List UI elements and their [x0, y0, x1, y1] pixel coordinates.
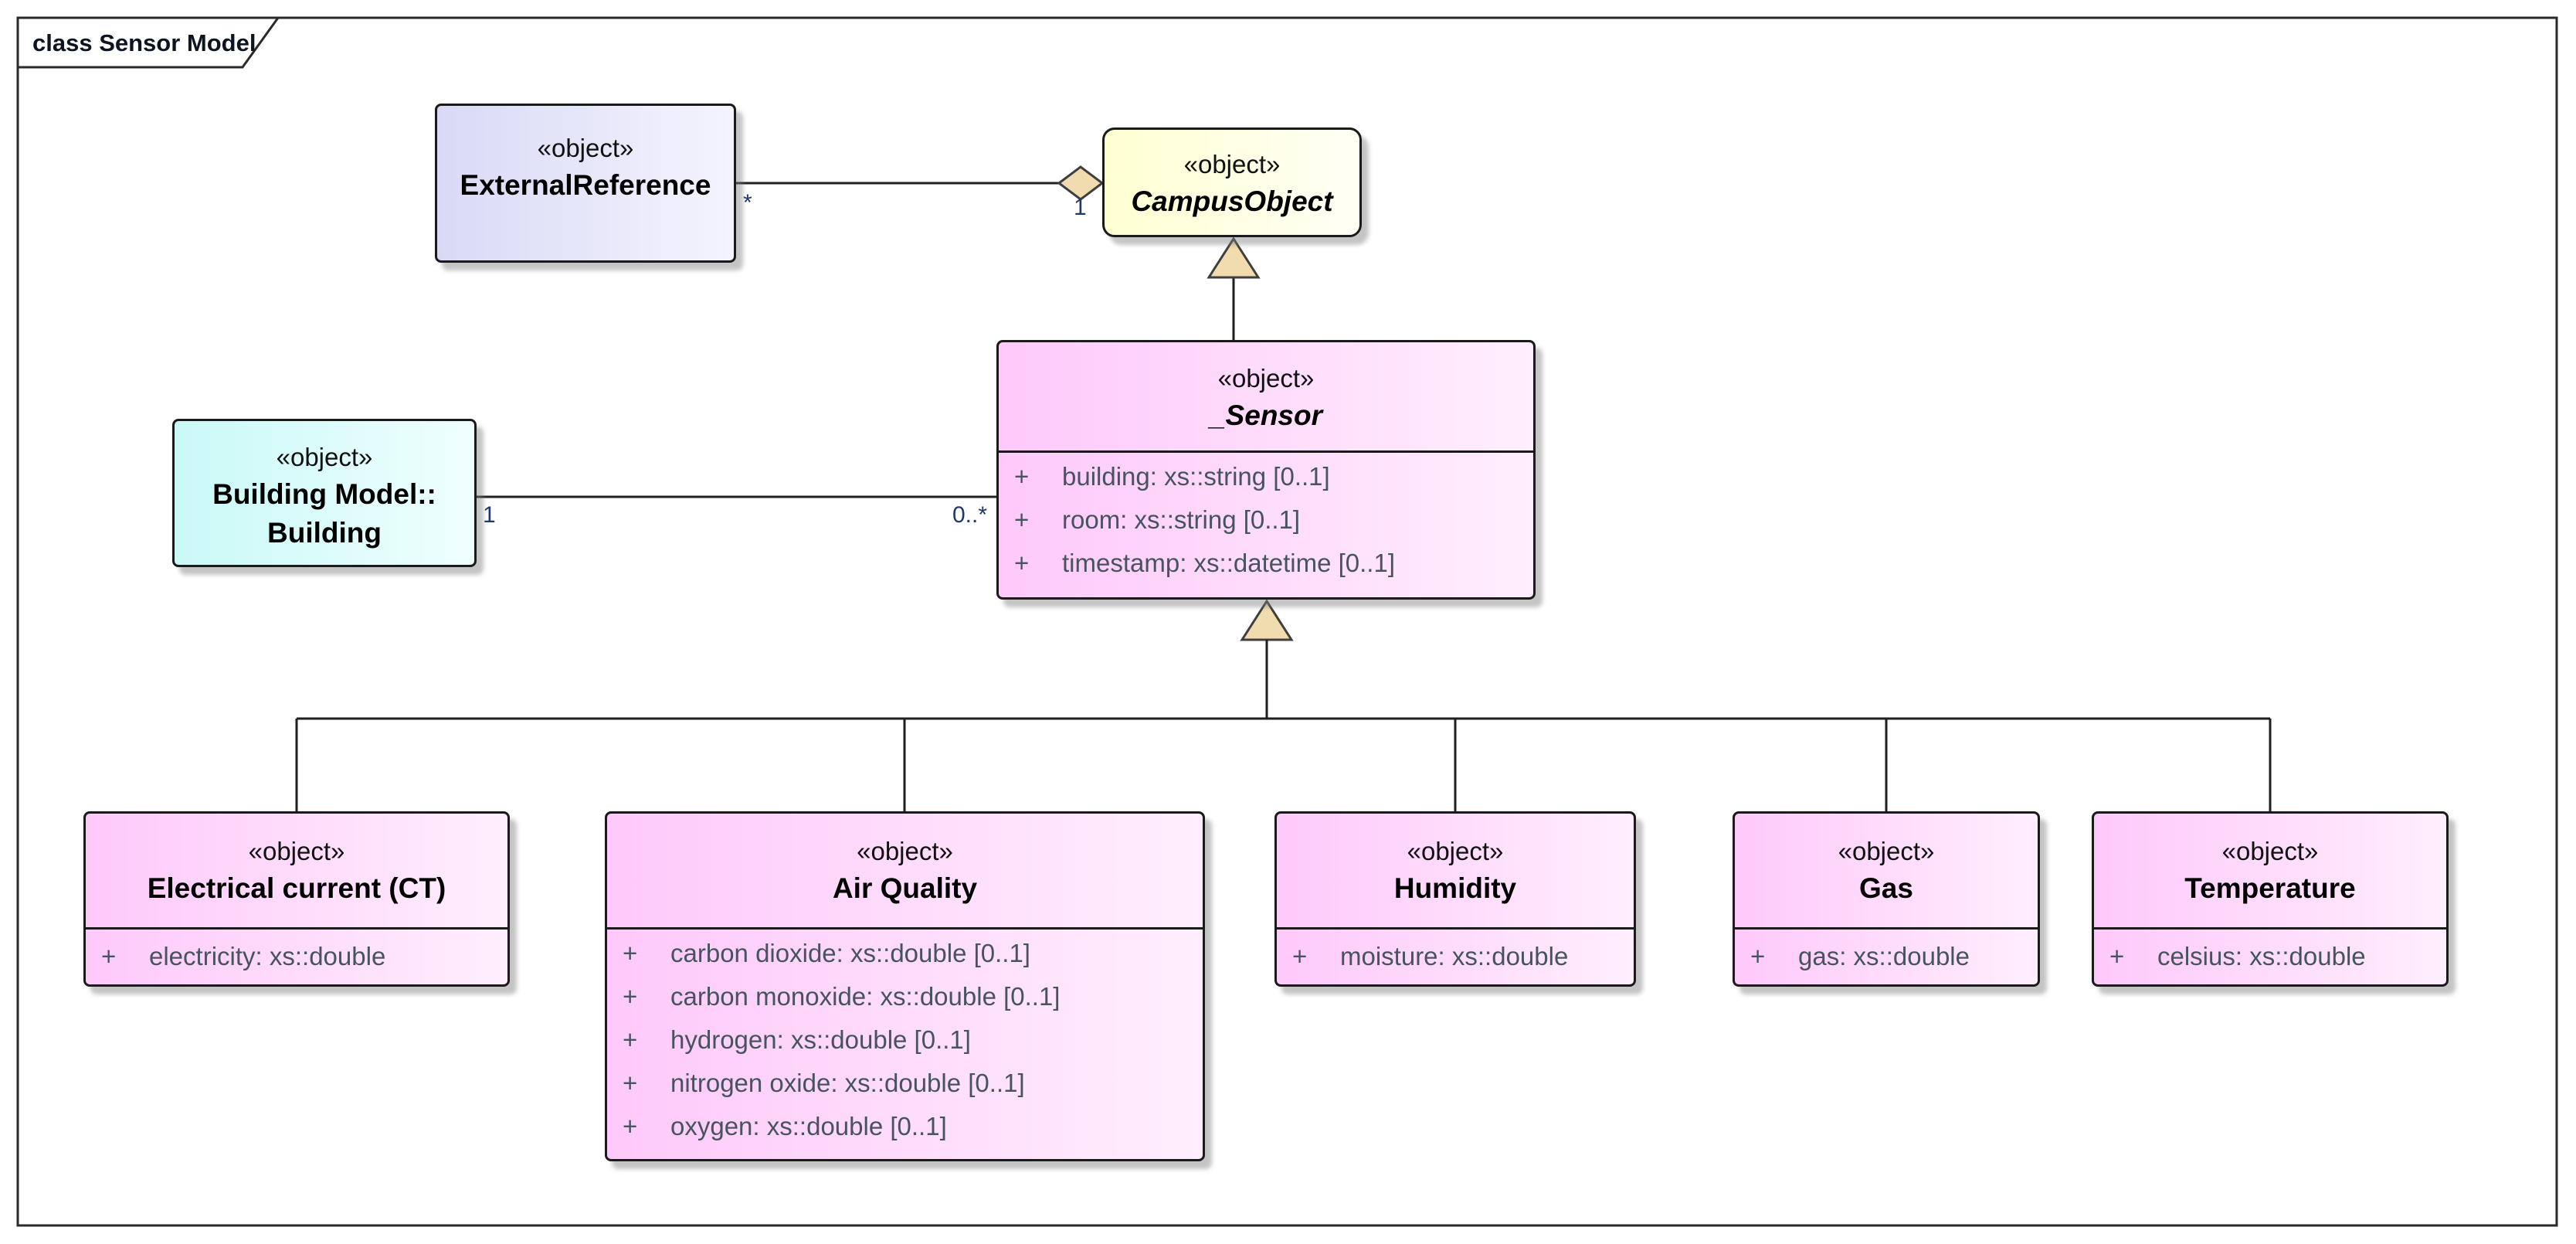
class-gas[interactable]: «object» Gas + gas: xs::double [1733, 811, 2040, 987]
attribute-row: + carbon monoxide: xs::double [0..1] [607, 982, 1203, 1025]
multiplicity-label: 1 [483, 502, 496, 528]
attribute-row: + oxygen: xs::double [0..1] [607, 1112, 1203, 1155]
visibility-marker: + [101, 942, 117, 970]
class-stereotype: «object» [537, 134, 634, 162]
multiplicity-label: 1 [1074, 195, 1087, 220]
class-campus-object[interactable]: «object» CampusObject [1102, 127, 1362, 237]
attribute-text: carbon dioxide: xs::double [0..1] [670, 939, 1030, 967]
attribute-row: + gas: xs::double [1735, 942, 2038, 985]
diagram-frame [16, 16, 2558, 1227]
attribute-row: + hydrogen: xs::double [0..1] [607, 1025, 1203, 1069]
attribute-row: + celsius: xs::double [2094, 942, 2446, 985]
visibility-marker: + [1014, 505, 1030, 534]
class-temperature[interactable]: «object» Temperature + celsius: xs::doub… [2092, 811, 2449, 987]
class-name: Building Model:: [212, 478, 436, 510]
class-stereotype: «object» [857, 837, 953, 865]
generalization-arrow-icon [1207, 236, 1261, 279]
generalization-tree-children-sensor[interactable] [295, 599, 2272, 811]
attribute-text: moisture: xs::double [1340, 942, 1569, 970]
visibility-marker: + [1292, 942, 1308, 970]
diagram-title: class Sensor Model [32, 29, 256, 56]
class-stereotype: «object» [276, 443, 373, 471]
visibility-marker: + [1014, 549, 1030, 577]
visibility-marker: + [1014, 462, 1030, 491]
generalization-link-sensor-campusobject[interactable] [1207, 236, 1261, 340]
attribute-text: electricity: xs::double [149, 942, 386, 970]
class-name: ExternalReference [460, 169, 711, 201]
visibility-marker: + [623, 982, 638, 1011]
class-external-reference[interactable]: «object» ExternalReference [435, 104, 736, 263]
attribute-text: room: xs::string [0..1] [1062, 505, 1301, 534]
visibility-marker: + [1750, 942, 1766, 970]
attribute-row: + electricity: xs::double [86, 942, 507, 985]
attribute-row: + timestamp: xs::datetime [0..1] [999, 549, 1533, 592]
class-name: Building [267, 517, 382, 549]
class-name: _Sensor [1209, 399, 1322, 431]
class-stereotype: «object» [1217, 364, 1315, 393]
attribute-row: + carbon dioxide: xs::double [0..1] [607, 939, 1203, 982]
class-name: Air Quality [832, 872, 978, 904]
attribute-row: + room: xs::string [0..1] [999, 505, 1533, 549]
class-name: Temperature [2184, 872, 2356, 904]
class-stereotype: «object» [1407, 837, 1504, 865]
class-sensor[interactable]: «object» _Sensor + building: xs::string … [996, 340, 1536, 600]
class-building[interactable]: «object» Building Model:: Building [172, 419, 477, 567]
attribute-text: building: xs::string [0..1] [1062, 462, 1330, 491]
visibility-marker: + [623, 1069, 638, 1097]
attribute-row: + moisture: xs::double [1277, 942, 1634, 985]
attribute-text: oxygen: xs::double [0..1] [670, 1112, 947, 1140]
attribute-text: celsius: xs::double [2157, 942, 2366, 970]
class-stereotype: «object» [1183, 150, 1281, 178]
attribute-text: nitrogen oxide: xs::double [0..1] [670, 1069, 1025, 1097]
attribute-row: + nitrogen oxide: xs::double [0..1] [607, 1069, 1203, 1112]
visibility-marker: + [623, 1025, 638, 1054]
attribute-text: hydrogen: xs::double [0..1] [670, 1025, 971, 1054]
visibility-marker: + [2109, 942, 2125, 970]
class-humidity[interactable]: «object» Humidity + moisture: xs::double [1274, 811, 1636, 987]
visibility-marker: + [623, 1112, 638, 1140]
attribute-text: carbon monoxide: xs::double [0..1] [670, 982, 1061, 1011]
class-name: Electrical current (CT) [147, 872, 446, 904]
class-name: Gas [1859, 872, 1913, 904]
class-stereotype: «object» [1838, 837, 1935, 865]
class-name: Humidity [1393, 872, 1517, 904]
multiplicity-label: 0..* [952, 502, 987, 528]
generalization-arrow-icon [1240, 599, 1294, 641]
attribute-row: + building: xs::string [0..1] [999, 462, 1533, 505]
multiplicity-label: * [743, 190, 752, 216]
class-name: CampusObject [1131, 185, 1333, 217]
class-stereotype: «object» [248, 837, 345, 865]
attribute-text: gas: xs::double [1798, 942, 1970, 970]
diagram-frame-tab [16, 16, 280, 69]
aggregation-link-externalreference-campusobject[interactable] [736, 165, 1105, 201]
class-air-quality[interactable]: «object» Air Quality + carbon dioxide: x… [605, 811, 1205, 1161]
visibility-marker: + [623, 939, 638, 967]
class-stereotype: «object» [2221, 837, 2319, 865]
class-electrical-current[interactable]: «object» Electrical current (CT) + elect… [83, 811, 510, 987]
attribute-text: timestamp: xs::datetime [0..1] [1062, 549, 1395, 577]
